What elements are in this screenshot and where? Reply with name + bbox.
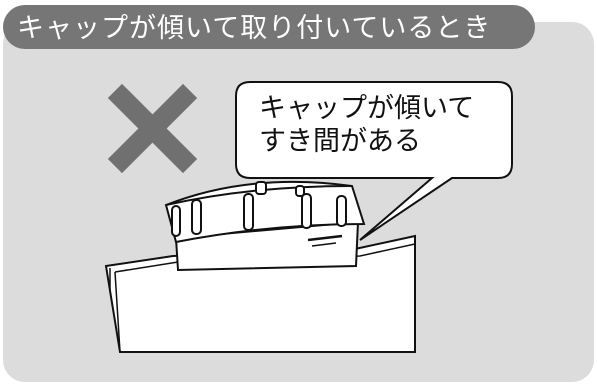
title-tab: キャップが傾いて取り付いているとき (3, 5, 535, 49)
x-mark-icon (107, 83, 198, 174)
tilted-cap (164, 180, 366, 244)
callout-text: キャップが傾いて すき間がある (259, 92, 509, 158)
callout-bubble (235, 81, 513, 241)
callout-line-1: キャップが傾いて (259, 93, 475, 124)
card-title: キャップが傾いて取り付いているとき (17, 13, 492, 44)
callout-line-2: すき間がある (259, 126, 421, 157)
